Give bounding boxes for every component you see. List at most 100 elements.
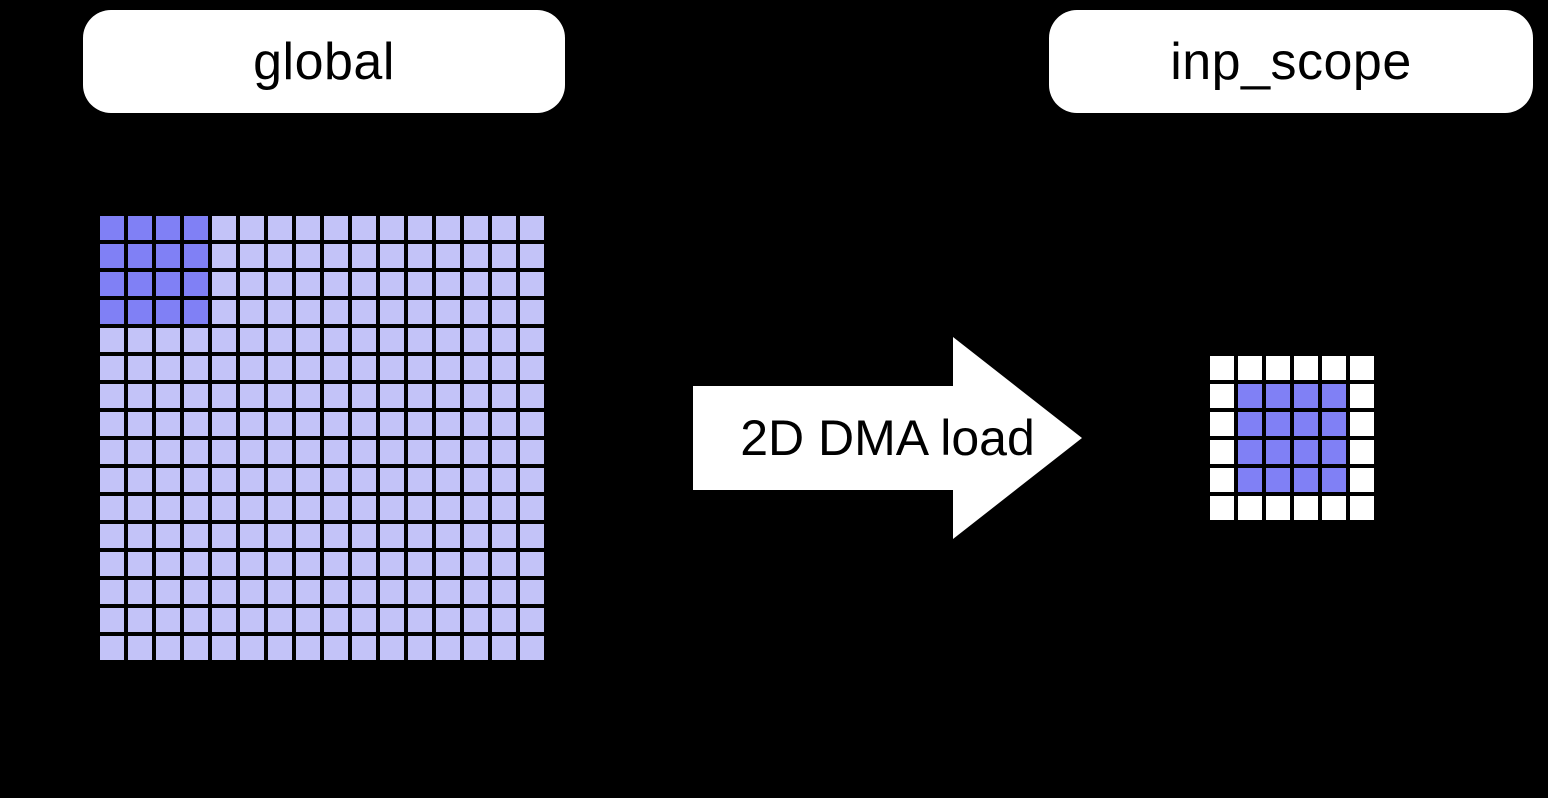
grid-cell [520,552,544,576]
grid-cell [492,524,516,548]
grid-cell [1350,356,1374,380]
grid-cell [436,384,460,408]
grid-cell [464,356,488,380]
grid-cell [268,328,292,352]
grid-cell [1294,356,1318,380]
dma-arrow [693,337,1082,539]
grid-cell [268,216,292,240]
grid-cell-highlighted [1322,440,1346,464]
grid-cell [464,244,488,268]
grid-cell-highlighted [1266,468,1290,492]
grid-cell-highlighted [156,244,180,268]
grid-cell [492,552,516,576]
grid-cell [296,328,320,352]
grid-cell-highlighted [100,300,124,324]
grid-cell [212,216,236,240]
grid-cell [352,300,376,324]
grid-cell [492,608,516,632]
grid-cell [380,328,404,352]
grid-cell [492,356,516,380]
grid-cell [100,412,124,436]
grid-cell [268,272,292,296]
grid-cell [184,412,208,436]
grid-cell [324,328,348,352]
grid-cell [492,272,516,296]
grid-cell [184,496,208,520]
grid-cell [128,440,152,464]
grid-cell [296,524,320,548]
grid-cell [128,552,152,576]
grid-cell [352,412,376,436]
grid-cell [464,580,488,604]
grid-cell-highlighted [1266,440,1290,464]
grid-cell [296,468,320,492]
grid-cell [268,440,292,464]
grid-cell [520,580,544,604]
grid-cell [240,244,264,268]
grid-cell [408,524,432,548]
grid-cell [464,412,488,436]
grid-cell [296,384,320,408]
grid-cell [184,356,208,380]
grid-cell-highlighted [100,272,124,296]
grid-cell-highlighted [156,216,180,240]
grid-cell [324,496,348,520]
grid-cell [240,468,264,492]
grid-cell [100,328,124,352]
grid-cell-highlighted [128,272,152,296]
grid-cell [408,328,432,352]
grid-cell [520,440,544,464]
grid-cell-highlighted [184,244,208,268]
grid-cell [128,580,152,604]
grid-cell [156,608,180,632]
grid-cell [212,328,236,352]
grid-cell [436,468,460,492]
grid-cell [184,524,208,548]
grid-cell [324,216,348,240]
grid-cell-highlighted [1238,412,1262,436]
grid-cell [268,412,292,436]
grid-cell [240,272,264,296]
grid-cell [436,580,460,604]
grid-cell-highlighted [100,244,124,268]
grid-cell [520,384,544,408]
grid-cell [380,356,404,380]
grid-cell [212,300,236,324]
grid-cell [520,328,544,352]
grid-cell [380,636,404,660]
grid-cell [352,468,376,492]
grid-cell [268,300,292,324]
grid-cell [1210,468,1234,492]
grid-cell-highlighted [128,300,152,324]
grid-cell [128,468,152,492]
grid-cell [436,412,460,436]
grid-cell [212,496,236,520]
grid-cell [156,440,180,464]
grid-cell [324,412,348,436]
grid-cell-highlighted [1322,468,1346,492]
grid-cell [324,636,348,660]
grid-cell [1210,384,1234,408]
grid-cell [436,608,460,632]
grid-cell [408,412,432,436]
grid-cell [324,300,348,324]
grid-cell [1210,412,1234,436]
grid-cell [520,244,544,268]
grid-cell [212,552,236,576]
grid-cell [100,580,124,604]
grid-cell [464,328,488,352]
grid-cell [1210,440,1234,464]
grid-cell [184,608,208,632]
grid-cell [352,216,376,240]
grid-cell [240,356,264,380]
grid-cell [408,608,432,632]
dma-arrow-label: 2D DMA load [740,410,1035,466]
grid-cell [212,272,236,296]
grid-cell [352,272,376,296]
grid-cell [408,216,432,240]
grid-cell [436,356,460,380]
grid-cell [520,356,544,380]
grid-cell [268,524,292,548]
inp-scope-grid [1210,356,1374,520]
grid-cell [1350,440,1374,464]
